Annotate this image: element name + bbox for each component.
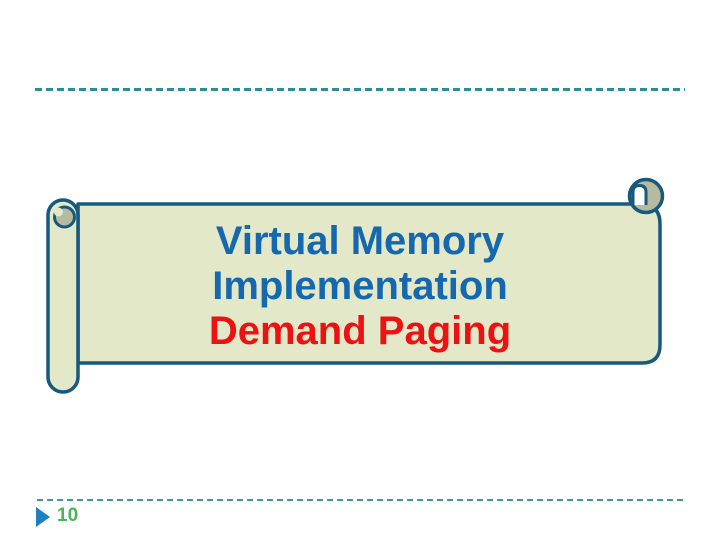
scroll-right-curl-notch: [631, 183, 648, 205]
page-marker-triangle-icon: [36, 507, 50, 527]
banner-title: Virtual Memory Implementation Demand Pag…: [70, 219, 650, 354]
page-number: 10: [57, 505, 79, 526]
scroll-left-curl-highlight: [54, 207, 63, 217]
scroll-left-roll: [46, 198, 80, 394]
banner-title-line-1: Virtual Memory: [215, 219, 505, 263]
bottom-dashed-divider: [37, 499, 685, 501]
banner-title-line-3: Demand Paging: [208, 309, 512, 353]
banner-title-line-2: Implementation: [212, 264, 508, 308]
top-dashed-divider: [35, 88, 685, 91]
